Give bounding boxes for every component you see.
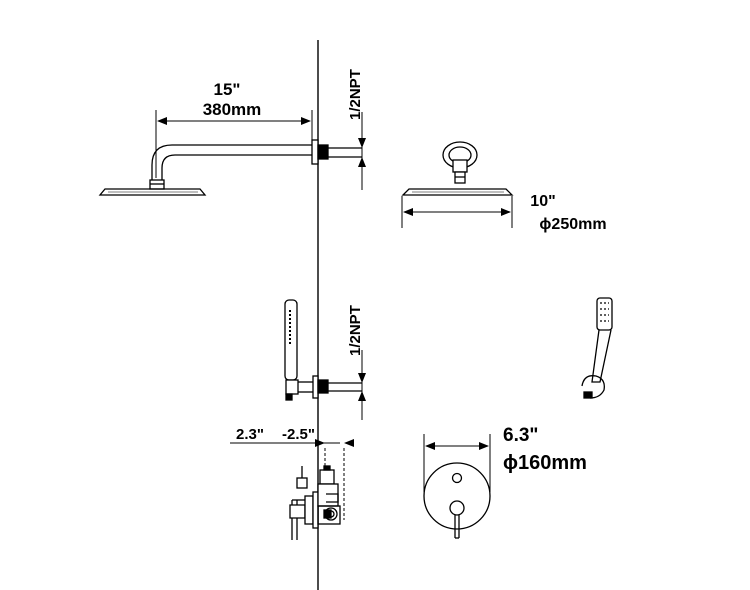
trim-diameter-in: 6.3" [503, 425, 538, 446]
head-diameter-in: 10" [530, 193, 555, 210]
hand-shower-front-view [581, 297, 613, 399]
valve-side-view [289, 465, 341, 540]
arm-length-mm: 380mm [203, 100, 262, 119]
npt-upper-label: 1/2NPT [347, 69, 364, 120]
shower-arm-side-view [98, 139, 362, 196]
trim-diameter-mm: ϕ160mm [503, 452, 587, 474]
valve-trim-front-view [423, 462, 491, 539]
valve-depth-min: 2.3" [236, 426, 264, 443]
head-diameter-mm: ϕ250mm [539, 216, 606, 233]
valve-depth-max: -2.5" [282, 426, 315, 443]
npt-lower-label: 1/2NPT [347, 305, 364, 356]
arm-length-in: 15" [214, 80, 241, 99]
shower-head-front-view [401, 141, 514, 196]
hand-shower-side-view [284, 299, 362, 401]
